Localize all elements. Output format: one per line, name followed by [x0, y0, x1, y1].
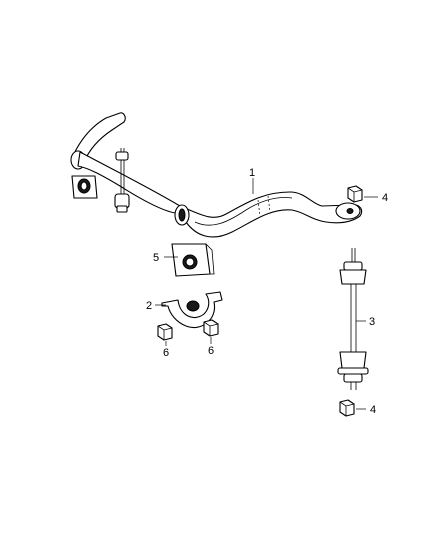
stabilizer-bar: [70, 112, 363, 238]
nut-part-6-right: [203, 319, 219, 337]
bracket-part-2: [161, 291, 223, 328]
upper-link-assembly: [114, 148, 130, 213]
bar-bushing-left: [71, 175, 98, 199]
callout-1: 1: [249, 167, 255, 179]
nut-part-4-top: [347, 185, 363, 203]
callout-4-bottom: 4: [370, 404, 376, 416]
callout-2: 2: [146, 300, 152, 312]
callout-6-left: 6: [163, 347, 169, 359]
callout-4-top: 4: [382, 192, 388, 204]
link-part-3: [337, 248, 369, 390]
callout-5: 5: [153, 252, 159, 264]
nut-part-6-left: [157, 323, 173, 341]
callout-6-right: 6: [208, 345, 214, 357]
bushing-part-5: [171, 243, 215, 277]
leader-lines: [155, 178, 378, 410]
nut-part-4-bottom: [339, 399, 355, 417]
callout-3: 3: [369, 316, 375, 328]
